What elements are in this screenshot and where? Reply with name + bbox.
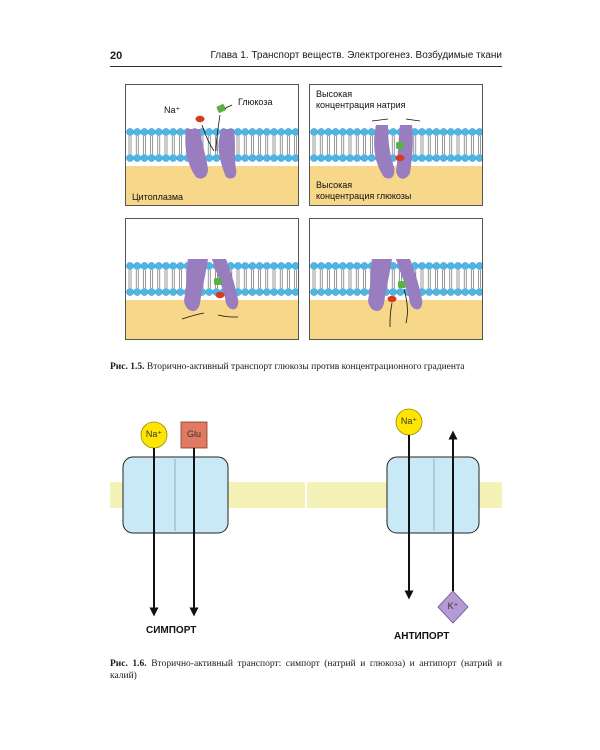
movement-arrows (371, 118, 421, 122)
lipid-bilayer (126, 128, 298, 162)
fig15-caption-text: Вторично-активный транспорт глюкозы прот… (146, 362, 465, 372)
fig16-caption-prefix: Рис. 1.6. (110, 659, 147, 669)
fig15-panel-1: Na⁺ Глюкоза Цитоплазма (125, 84, 299, 206)
movement-arrows (201, 104, 233, 152)
fig15-panel-2-drawing (310, 118, 482, 205)
fig16-drawing (110, 408, 502, 624)
movement-arrows (181, 312, 239, 320)
movement-arrows (389, 288, 408, 328)
transporter-protein-left (368, 259, 392, 312)
transporter-protein-right (218, 129, 237, 179)
glucose-molecule (398, 281, 406, 288)
sodium-ion (215, 291, 225, 299)
fig15-panel-1-drawing (126, 104, 298, 205)
glucose-label: Глюкоза (238, 97, 273, 107)
high-glucose-label-line1: Высокая (316, 180, 353, 190)
transporter-protein-right (396, 259, 423, 310)
symport-glucose-label: Glu (186, 429, 201, 439)
high-glucose-label-line2: концентрация глюкозы (316, 191, 412, 201)
transporter-protein-right (396, 125, 413, 179)
fig15-caption-prefix: Рис. 1.5. (110, 362, 145, 372)
glucose-molecule (216, 104, 226, 113)
page-header: 20 Глава 1. Транспорт веществ. Электроге… (110, 50, 502, 66)
fig15-panel-3-drawing (126, 259, 298, 339)
sodium-ion (195, 115, 205, 123)
symport-glucose-box (180, 421, 208, 449)
transporter-protein-left (374, 125, 395, 179)
sodium-ion (395, 154, 405, 162)
lipid-bilayer (126, 262, 298, 296)
antiport-label: АНТИПОРТ (394, 631, 450, 642)
glucose-molecule (396, 142, 404, 149)
fig15-caption: Рис. 1.5. Вторично-активный транспорт гл… (110, 361, 502, 373)
symport-label: СИМПОРТ (146, 625, 197, 636)
transporter-protein-left (184, 259, 208, 312)
sodium-ion (387, 295, 397, 303)
transporter-protein-right (212, 259, 239, 310)
cytoplasm-region (310, 300, 482, 339)
high-sodium-label-line1: Высокая (316, 89, 353, 99)
fig16: Na⁺ Glu Na⁺ K⁺ СИМПОРТ АНТИПОРТ (110, 395, 502, 645)
page-number: 20 (110, 50, 123, 62)
cytoplasm-region (126, 166, 298, 205)
sodium-label: Na⁺ (164, 105, 181, 115)
glucose-molecule (214, 278, 222, 285)
antiport-sodium-label: Na⁺ (400, 416, 418, 426)
header-rule (110, 66, 502, 67)
fig16-caption-text: Вторично-активный транспорт: симпорт (на… (110, 659, 502, 681)
cytoplasm-region (126, 300, 298, 339)
running-head: Глава 1. Транспорт веществ. Электрогенез… (210, 50, 502, 61)
cytoplasm-region (310, 166, 482, 205)
fig15-panel-3 (125, 218, 299, 340)
lipid-bilayer (310, 262, 482, 296)
high-sodium-label-line2: концентрация натрия (316, 100, 406, 110)
symport-sodium-label: Na⁺ (145, 429, 163, 439)
fig15-panel-4 (309, 218, 483, 340)
antiport-potassium-diamond (437, 590, 469, 624)
antiport-potassium-label: K⁺ (447, 601, 459, 611)
fig15-panel-2: Высокая концентрация натрия Высокая конц… (309, 84, 483, 206)
fig16-caption: Рис. 1.6. Вторично-активный транспорт: с… (110, 658, 502, 682)
fig15-panel-4-drawing (310, 259, 482, 339)
transporter-protein-left (185, 129, 208, 179)
antiport-transporter (386, 456, 480, 534)
cytoplasm-label: Цитоплазма (132, 192, 184, 202)
